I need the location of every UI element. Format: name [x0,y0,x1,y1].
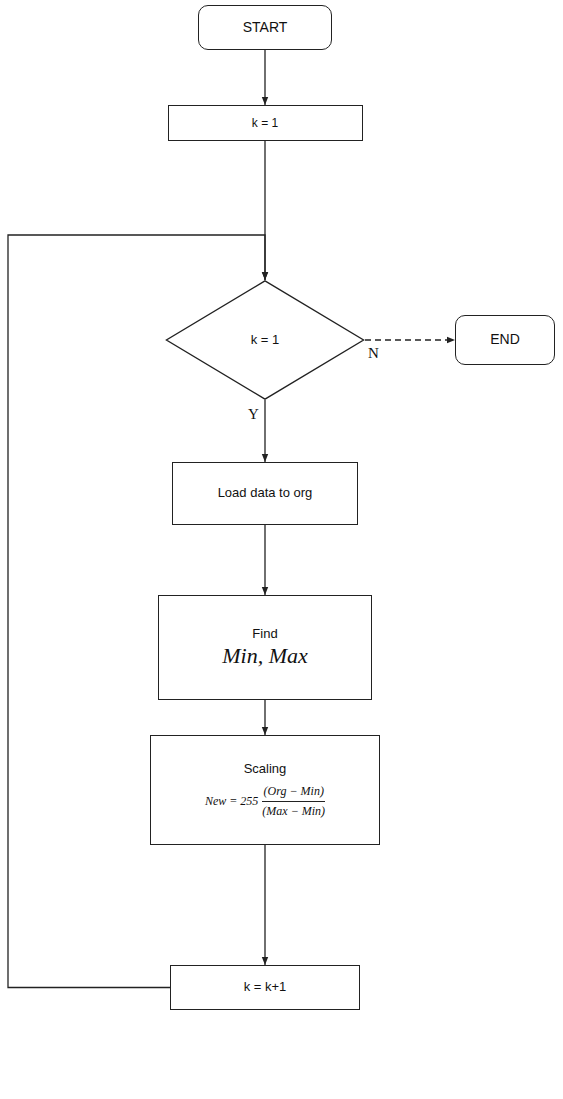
formula-text: (Org − Min) [264,784,324,799]
process-box: ScalingNew = 255 (Org − Min) (Max − Min) [150,735,380,845]
flow-arrow [264,400,265,462]
node-text: Load data to org [218,485,313,501]
flow-arrow [264,845,265,965]
process-box: FindMin, Max [158,595,372,700]
fraction: (Org − Min) (Max − Min) [262,784,325,819]
flow-arrow [365,339,455,340]
decision-diamond: k = 1 [165,280,365,400]
node-text: Find [252,626,277,642]
flow-arrow [264,50,265,105]
node-text: k = 1 [251,332,280,348]
formula-text: (Max − Min) [262,804,325,819]
edge-label: Y [247,406,260,423]
node-text: Scaling [244,761,287,777]
flow-arrow [264,700,265,735]
formula-row: New = 255 (Org − Min) (Max − Min) [205,784,325,819]
node-text: END [490,331,520,349]
flow-arrow [264,525,265,595]
process-box: Load data to org [172,462,358,525]
node-text: START [243,19,288,37]
edge-label: N [367,345,380,362]
terminal-box: END [455,315,555,365]
terminal-box: START [198,5,332,50]
formula-text: New = 255 [205,794,258,809]
fraction-bar [262,801,325,802]
node-text: k = 1 [252,116,278,131]
process-box: k = 1 [168,105,363,141]
node-text: k = k+1 [244,979,287,995]
node-text: Min, Max [222,642,308,670]
process-box: k = k+1 [170,965,360,1010]
